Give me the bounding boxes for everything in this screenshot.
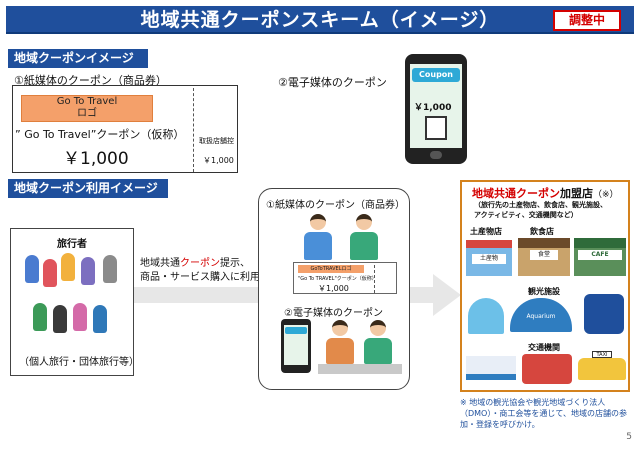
traveler-figure-icon [73, 303, 87, 331]
stores-sub-line-2: アクティビティ、交通機関など） [474, 211, 578, 219]
stores-title-tail: 加盟店 [560, 187, 593, 200]
souvenir-shop-icon: 土産物 [466, 240, 512, 276]
stub-amount: ￥1,000 [203, 156, 234, 165]
logo-line-1: Go To Travel [56, 96, 118, 107]
clerk-person-icon [360, 320, 396, 364]
logo-line-2: ロゴ [77, 108, 97, 119]
travelers-caption: （個人旅行・団体旅行等） [19, 357, 139, 368]
taxi-sign: TAXI [592, 351, 612, 358]
traveler-figure-icon [25, 255, 39, 283]
section-underline [8, 197, 168, 198]
usage-paper-caption: ①紙媒体のクーポン（商品券） [266, 200, 405, 211]
stub-label: 取扱店舗控 [199, 137, 234, 145]
action-red: クーポン [180, 258, 220, 269]
stores-subtitle: （旅行先の土産物店、飲食店、観光施設、 アクティビティ、交通機関など） [474, 200, 607, 220]
traveler-figure-icon [33, 303, 47, 331]
electronic-coupon-caption: ②電子媒体のクーポン [278, 76, 387, 89]
action-plain: 地域共通 [140, 258, 180, 269]
customer-person-icon [298, 212, 338, 260]
aquarium-sign: Aquarium [526, 313, 556, 320]
category-sightseeing: 観光施設 [528, 287, 560, 296]
usage-section-label: 地域クーポン利用イメージ [8, 179, 168, 197]
stores-title: 地域共通クーポン加盟店（※） [472, 185, 619, 201]
customer-person-icon [322, 320, 358, 364]
qr-code-icon [425, 116, 447, 140]
status-badge: 調整中 [553, 10, 621, 31]
stores-sub-line-1: （旅行先の土産物店、飲食店、観光施設、 [474, 201, 607, 209]
coupon-tag: Coupon [412, 68, 460, 82]
mini-coupon-amount: ￥1,000 [318, 284, 349, 293]
counter-icon [318, 364, 402, 374]
mini-logo: GoToTRAVELロゴ [298, 265, 364, 273]
title-bar: 地域共通クーポンスキーム（イメージ） [6, 6, 634, 34]
category-restaurant: 飲食店 [530, 227, 554, 236]
restaurant-icon: 食堂 [518, 238, 570, 276]
phone-price: ￥1,000 [414, 103, 452, 113]
traveler-figure-icon [93, 305, 107, 333]
mini-paper-coupon: GoToTRAVELロゴ "Go To TRAVEL"クーポン（仮称） ￥1,0… [293, 262, 397, 294]
travelers-heading: 旅行者 [57, 239, 87, 250]
usage-electronic-caption: ②電子媒体のクーポン [284, 308, 383, 319]
home-button-icon [430, 151, 442, 159]
small-phone-icon [281, 319, 311, 373]
category-souvenir: 土産物店 [470, 227, 502, 236]
mini-perforation [374, 265, 375, 293]
traveler-figure-icon [61, 253, 75, 281]
train-icon [522, 354, 572, 384]
traveler-figure-icon [81, 257, 95, 285]
restaurant-sign: 食堂 [530, 250, 558, 260]
perforation-line [193, 88, 194, 172]
souvenir-sign: 土産物 [472, 254, 506, 264]
action-line-2: 商品・サービス購入に利用 [140, 272, 260, 283]
coupon-image-section-label: 地域クーポンイメージ [8, 49, 148, 67]
section-underline [8, 67, 148, 68]
hot-spring-icon [584, 294, 624, 334]
traveler-figure-icon [43, 259, 57, 287]
participating-stores-box: 地域共通クーポン加盟店（※） （旅行先の土産物店、飲食店、観光施設、 アクティビ… [460, 180, 630, 392]
stores-title-red: 地域共通クーポン [472, 187, 560, 200]
page-number: 5 [626, 432, 632, 442]
traveler-figure-icon [103, 255, 117, 283]
ship-icon [466, 356, 516, 380]
action-tail: 提示、 [220, 258, 250, 269]
mini-coupon-name: "Go To TRAVEL"クーポン（仮称） [298, 276, 377, 282]
stores-title-note: （※） [593, 190, 619, 200]
taxi-icon: TAXI [578, 351, 626, 380]
action-line-1: 地域共通クーポン提示、 [140, 254, 250, 269]
flow-arrow-head-icon [433, 274, 461, 316]
footnote: ※ 地域の観光協会や観光地域づくり法人（DMO）・商工会等を通じて、地域の店舗の… [460, 398, 627, 429]
go-to-travel-logo-placeholder: Go To Travel ロゴ [21, 95, 153, 122]
aquarium-icon: Aquarium [510, 298, 572, 332]
traveler-figure-icon [53, 305, 67, 333]
travelers-box: 旅行者 （個人旅行・団体旅行等） [10, 228, 139, 376]
clerk-person-icon [344, 212, 384, 260]
coupon-name: ” Go To Travel”クーポン（仮称） [15, 128, 185, 141]
smartphone-illustration: Coupon ￥1,000 [405, 54, 467, 164]
category-transport: 交通機関 [528, 343, 560, 352]
phone-screen: Coupon ￥1,000 [410, 64, 462, 148]
paper-coupon-caption: ①紙媒体のクーポン（商品券） [14, 74, 167, 87]
cafe-icon: CAFE [574, 238, 626, 276]
paper-coupon-sample: Go To Travel ロゴ ” Go To Travel”クーポン（仮称） … [12, 85, 238, 173]
page-title: 地域共通クーポンスキーム（イメージ） [140, 9, 500, 31]
coupon-amount: ￥1,000 [63, 149, 129, 169]
wind-turbine-icon [468, 298, 504, 334]
cafe-sign: CAFE [578, 250, 622, 260]
